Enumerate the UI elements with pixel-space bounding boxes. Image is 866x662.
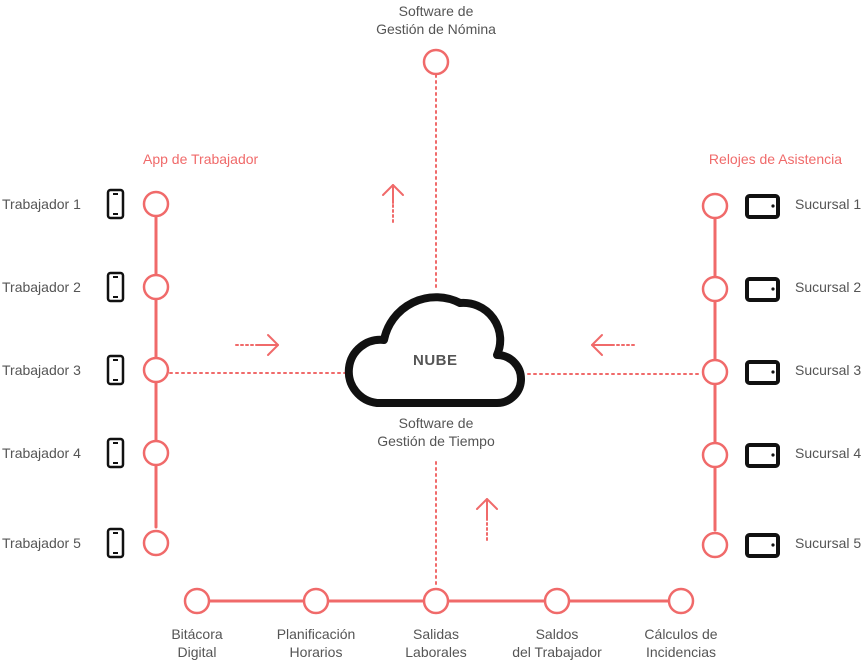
branch-label: Sucursal 1: [795, 196, 862, 212]
worker-node: [142, 356, 170, 384]
smartphone-icon: [106, 271, 125, 303]
cloud-caption: Software de Gestión de Tiempo: [336, 414, 536, 450]
output-node: [543, 587, 571, 615]
arrow-right-icon: [235, 334, 279, 356]
cloud-label: NUBE: [413, 352, 458, 369]
arrow-up-icon: [476, 498, 498, 541]
clock-node: [701, 358, 729, 386]
worker-label: Trabajador 2: [2, 279, 81, 295]
cloud-caption-line2: Gestión de Tiempo: [377, 433, 495, 449]
smartphone-icon: [106, 188, 125, 220]
payroll-label: Software de Gestión de Nómina: [336, 2, 536, 38]
output-node: [667, 587, 695, 615]
clocks-title: Relojes de Asistencia: [708, 151, 842, 167]
payroll-label-line1: Software de: [398, 3, 474, 19]
smartphone-icon: [106, 527, 125, 559]
output-label-line2: Digital: [177, 644, 217, 660]
arrow-up-icon: [382, 184, 404, 223]
payroll-node: [422, 48, 450, 76]
output-node: [302, 587, 330, 615]
cloud-caption-line1: Software de: [398, 415, 474, 431]
output-label: Cálculos de Incidencias: [621, 625, 741, 661]
clock-node: [701, 441, 729, 469]
worker-label: Trabajador 5: [2, 535, 81, 551]
output-label-line2: Horarios: [289, 644, 343, 660]
output-label-line1: Bitácora: [171, 626, 223, 642]
cloud-icon: [344, 293, 525, 407]
output-node: [183, 587, 211, 615]
output-label-line1: Cálculos de: [644, 626, 718, 642]
output-label-line2: del Trabajador: [512, 644, 602, 660]
worker-node: [142, 439, 170, 467]
output-label-line2: Incidencias: [645, 644, 717, 660]
tablet-icon: [745, 277, 780, 302]
workers-title: App de Trabajador: [143, 151, 259, 167]
tablet-icon: [745, 443, 780, 468]
branch-label: Sucursal 3: [795, 362, 862, 378]
output-label-line1: Saldos: [535, 626, 579, 642]
branch-label: Sucursal 2: [795, 279, 862, 295]
tablet-icon: [745, 194, 780, 219]
payroll-label-line2: Gestión de Nómina: [376, 21, 496, 37]
tablet-icon: [745, 533, 780, 558]
clock-node: [701, 192, 729, 220]
clock-node: [701, 531, 729, 559]
smartphone-icon: [106, 437, 125, 469]
branch-label: Sucursal 4: [795, 445, 862, 461]
worker-node: [142, 273, 170, 301]
output-node: [422, 587, 450, 615]
worker-node: [142, 190, 170, 218]
smartphone-icon: [106, 354, 125, 386]
arrow-left-icon: [591, 334, 635, 356]
output-label: Saldos del Trabajador: [497, 625, 617, 661]
branch-label: Sucursal 5: [795, 535, 862, 551]
worker-label: Trabajador 4: [2, 445, 81, 461]
worker-label: Trabajador 3: [2, 362, 81, 378]
tablet-icon: [745, 360, 780, 385]
output-label-line1: Salidas: [413, 626, 459, 642]
worker-label: Trabajador 1: [2, 196, 81, 212]
output-label-line2: Laborales: [405, 644, 467, 660]
output-label-line1: Planificación: [276, 626, 356, 642]
clock-node: [701, 275, 729, 303]
worker-node: [142, 529, 170, 557]
